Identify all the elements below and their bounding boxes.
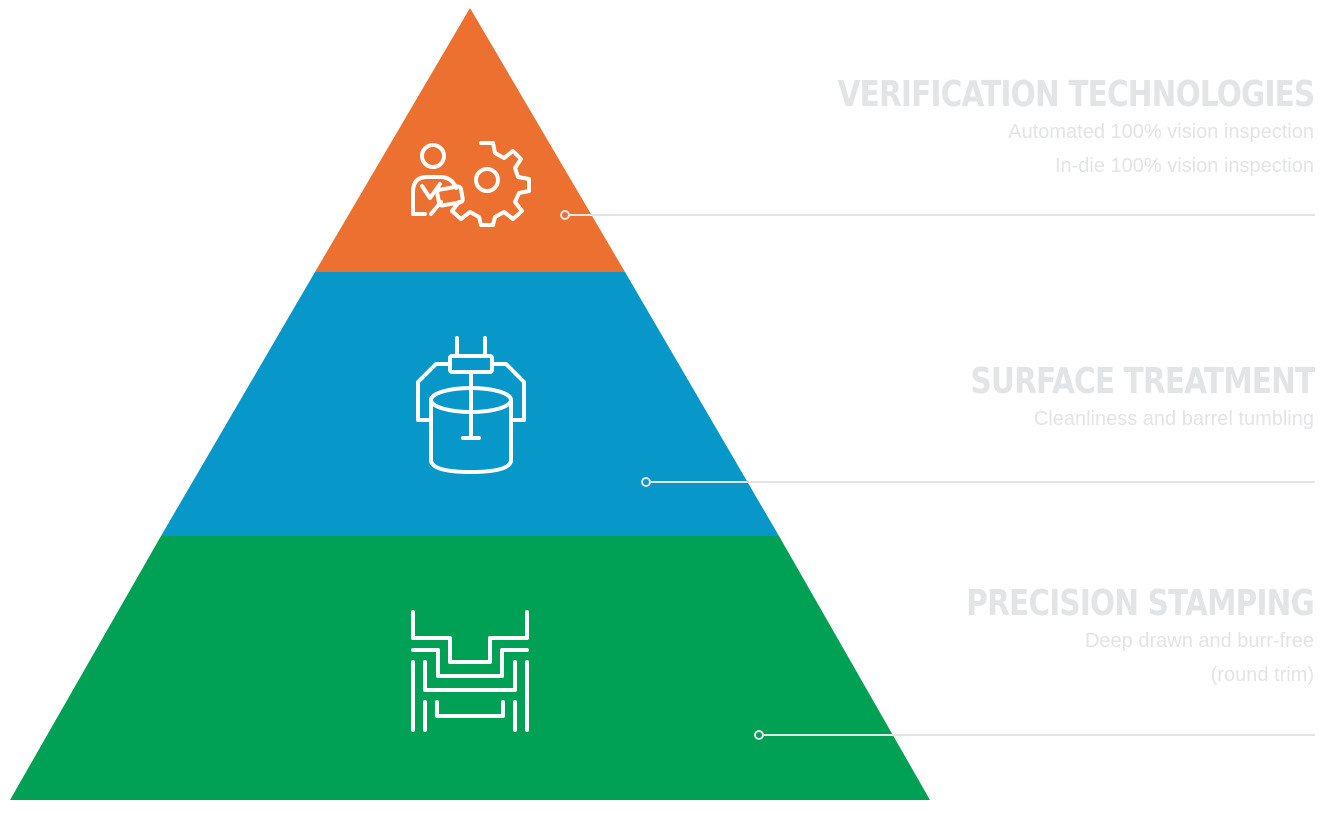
stamping-die-icon bbox=[411, 610, 529, 732]
pyramid-tier-stamping bbox=[10, 536, 930, 800]
tier-text-surface: SURFACE TREATMENT Cleanliness and barrel… bbox=[895, 361, 1315, 436]
operator-gear-icon bbox=[411, 141, 531, 227]
connector-stamping bbox=[754, 730, 1315, 740]
tier-description-line: (round trim) bbox=[1210, 664, 1314, 686]
tier-title-surface: SURFACE TREATMENT bbox=[970, 361, 1315, 402]
mixing-tank-icon bbox=[416, 336, 526, 474]
tier-text-stamping: PRECISION STAMPING Deep drawn and burr-f… bbox=[890, 584, 1314, 692]
tier-description-line: Cleanliness and barrel tumbling bbox=[1033, 408, 1314, 430]
tier-description-line: Deep drawn and burr-free bbox=[1084, 630, 1314, 652]
tier-description-line: Automated 100% vision inspection bbox=[1008, 121, 1314, 143]
tier-title-stamping: PRECISION STAMPING bbox=[966, 583, 1314, 624]
connector-surface bbox=[641, 477, 1315, 487]
connector-verification bbox=[560, 210, 1315, 220]
tier-description-line: In-die 100% vision inspection bbox=[1054, 155, 1314, 177]
pyramid-tier-verification bbox=[315, 8, 625, 272]
tier-text-verification: VERIFICATION TECHNOLOGIES Automated 100%… bbox=[733, 74, 1315, 183]
tier-title-verification: VERIFICATION TECHNOLOGIES bbox=[837, 74, 1315, 115]
